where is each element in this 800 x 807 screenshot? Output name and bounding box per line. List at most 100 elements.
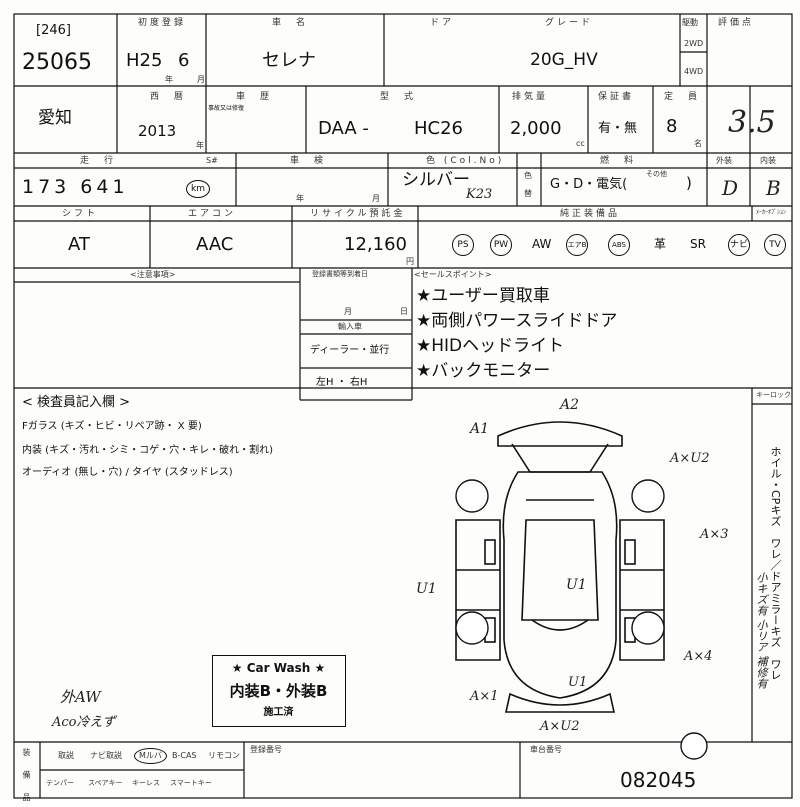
month-label: 月 xyxy=(344,307,352,316)
model-prefix: DAA - xyxy=(318,118,369,139)
inspector-interior: 内装 (キズ・汚れ・シミ・コゲ・穴・キレ・破れ・割れ) xyxy=(22,445,273,456)
fuel-options: G・D・電気( xyxy=(550,177,628,192)
score-value: 3.5 xyxy=(728,105,776,140)
month-suffix: 月 xyxy=(197,75,205,84)
equip-tv: TV xyxy=(764,234,786,256)
equip-ps: PS xyxy=(452,234,474,256)
grade-value: 20G_HV xyxy=(530,50,598,70)
mileage-sub: S# xyxy=(206,156,218,165)
shift: AT xyxy=(68,234,90,255)
equip-aw: AW xyxy=(532,237,552,251)
dealer-label: ディーラー・並行 xyxy=(310,345,390,356)
footer-item-keyless: キーレス xyxy=(132,779,160,787)
km-badge: km xyxy=(186,180,210,198)
sales-point-1: ★ユーザー買取車 xyxy=(416,286,550,306)
damage-mark: A1 xyxy=(470,421,490,437)
seats: 8 xyxy=(666,116,678,137)
wheels xyxy=(455,479,708,760)
ownership-label: 登録書類等到着日 xyxy=(312,270,368,278)
interior-label: 内装 xyxy=(760,156,776,165)
inspector-title: < 検査員記入欄 > xyxy=(22,395,131,410)
sales-point-4: ★バックモニター xyxy=(416,361,551,381)
model-label: 型 式 xyxy=(380,92,417,102)
lot-prefix: [246] xyxy=(36,23,71,38)
inspector-glass: Fガラス (キズ・ヒビ・リペア跡・ X 要) xyxy=(22,421,202,432)
reg-label: 初度登録 xyxy=(138,18,187,28)
exterior-grade: D xyxy=(722,176,739,200)
ledger-label: 車 歴 xyxy=(236,92,273,102)
west-year: 2013 xyxy=(138,122,177,140)
footer-item-spare-key: スペアキー xyxy=(88,779,123,787)
footer-item-remote: リモコン xyxy=(208,751,240,760)
door-label: ドア xyxy=(430,18,455,28)
caution-label: <注意事項> xyxy=(130,270,176,279)
damage-mark: A×4 xyxy=(684,649,713,664)
keylock-label: キーロック xyxy=(756,391,791,399)
inspection-year-suffix: 年 xyxy=(296,194,304,203)
cc-unit: cc xyxy=(576,139,585,148)
drive-2wd: 2WD xyxy=(684,39,704,48)
seats-label: 定 員 xyxy=(664,92,701,102)
damage-mark: A×3 xyxy=(700,527,729,542)
ac-label: エアコン xyxy=(188,209,237,219)
sales-point-2: ★両側パワースライドドア xyxy=(416,311,618,331)
damage-mark: A×1 xyxy=(470,689,499,704)
displacement: 2,000 xyxy=(510,118,562,139)
sales-label: <セールスポイント> xyxy=(414,270,492,279)
carwash-stamp: ★ Car Wash ★ 内装B・外装B 施工済 xyxy=(212,655,346,727)
color: シルバー xyxy=(402,170,470,190)
footer-item-circled: Mルバ xyxy=(134,748,167,764)
day-label: 日 xyxy=(400,307,408,316)
footer-side-label: 装 備 品 xyxy=(22,748,31,807)
right-handwritten: 小キズ有 小リア 補修有 xyxy=(755,572,768,689)
mileage-label: 走 行 xyxy=(80,156,117,166)
equip-airbag: エアB xyxy=(566,234,588,256)
equip-other-label: ﾒｰｶｰｵﾌﾟｼｮﾝ xyxy=(756,209,787,216)
handwritten-note-2: Aco冷えず xyxy=(52,715,116,730)
grade-label: グレード xyxy=(545,18,594,28)
region: 愛知 xyxy=(38,108,72,128)
fuel-close: ) xyxy=(686,174,692,192)
footer-item-bcas: B-CAS xyxy=(172,751,197,760)
inspection-label: 車 検 xyxy=(290,156,327,166)
steering-label: 左H ・ 右H xyxy=(316,377,368,388)
damage-mark: U1 xyxy=(566,577,587,593)
score-label: 評価点 xyxy=(718,18,755,28)
reg-month: 6 xyxy=(178,50,190,71)
inspector-audio: オーディオ (無し・穴) / タイヤ (スタッドレス) xyxy=(22,467,233,478)
equip-sunroof: SR xyxy=(690,237,706,251)
car-name-label: 車 名 xyxy=(272,18,309,28)
displacement-label: 排気量 xyxy=(512,92,549,102)
carwash-title: ★ Car Wash ★ xyxy=(231,661,326,675)
lot-number: 25065 xyxy=(22,50,92,75)
damage-mark: A×U2 xyxy=(670,451,710,466)
model-code: HC26 xyxy=(414,118,464,139)
damage-mark: A×U2 xyxy=(540,719,580,734)
seats-unit: 名 xyxy=(694,139,702,148)
damage-mark: U1 xyxy=(416,581,437,597)
sales-point-3: ★HIDヘッドライト xyxy=(416,336,565,356)
recycle-label: リサイクル預託金 xyxy=(310,209,406,219)
reg-year: H25 xyxy=(126,50,163,71)
exterior-label: 外装 xyxy=(716,156,732,165)
right-note: ホイル・CPキズ ワレ／ドアミラーキズ ワレ xyxy=(769,446,782,681)
footer-item-navi-manual: ナビ取説 xyxy=(90,751,122,760)
mileage: 173 641 xyxy=(22,176,129,198)
damage-mark: U1 xyxy=(568,675,588,690)
chassis-label: 車台番号 xyxy=(530,745,562,754)
damage-mark: A2 xyxy=(560,397,580,413)
car-diagram xyxy=(455,421,665,713)
chassis-number: 082045 xyxy=(620,768,697,792)
equip-navi: ナビ xyxy=(728,234,750,256)
color-label: 色 (Col.No) xyxy=(426,156,505,166)
warranty-value: 有・無 xyxy=(598,121,638,136)
carwash-done: 施工済 xyxy=(263,707,294,718)
fuel-label: 燃 料 xyxy=(600,156,637,166)
equip-pw: PW xyxy=(490,234,512,256)
west-year-suffix: 年 xyxy=(196,141,204,150)
color-sub-2: 替 xyxy=(524,189,532,198)
west-year-label: 西 暦 xyxy=(150,92,187,102)
recycle-fee: 12,160 xyxy=(344,234,407,255)
footer-item-manual: 取説 xyxy=(58,751,74,760)
